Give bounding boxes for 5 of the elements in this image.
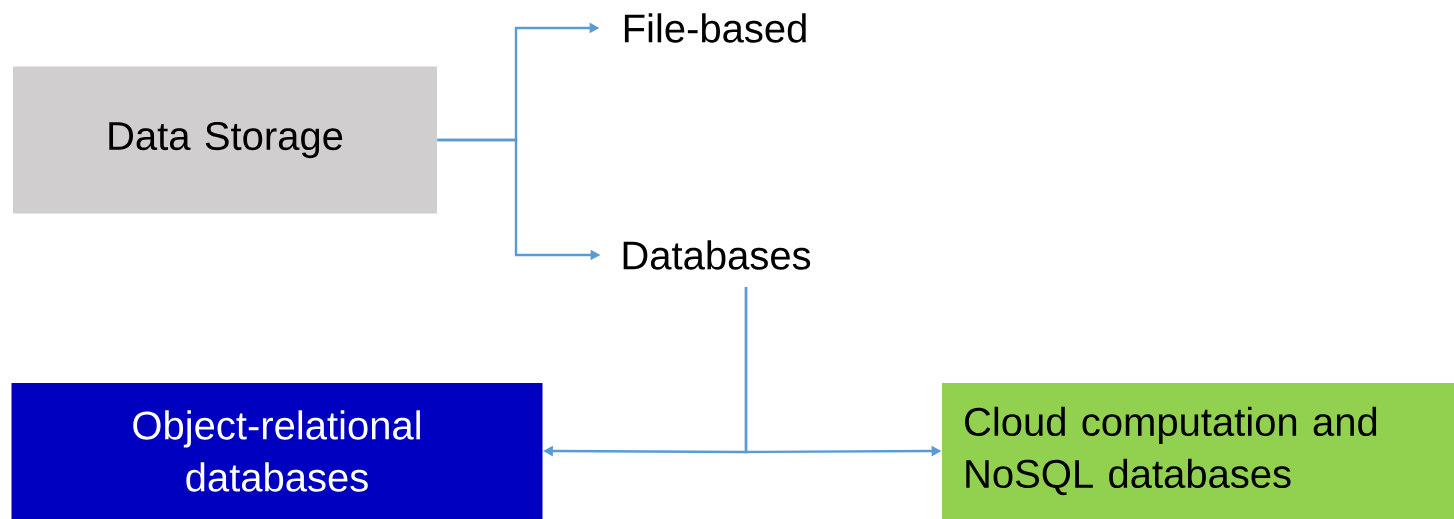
text-label: File-based xyxy=(624,13,806,43)
process-box: Object-relational databases xyxy=(11,383,543,519)
text-label: Databases xyxy=(623,240,811,270)
process-box: Cloud computation and NoSQL databases xyxy=(942,383,1454,519)
process-box: Data Storage xyxy=(13,66,437,214)
